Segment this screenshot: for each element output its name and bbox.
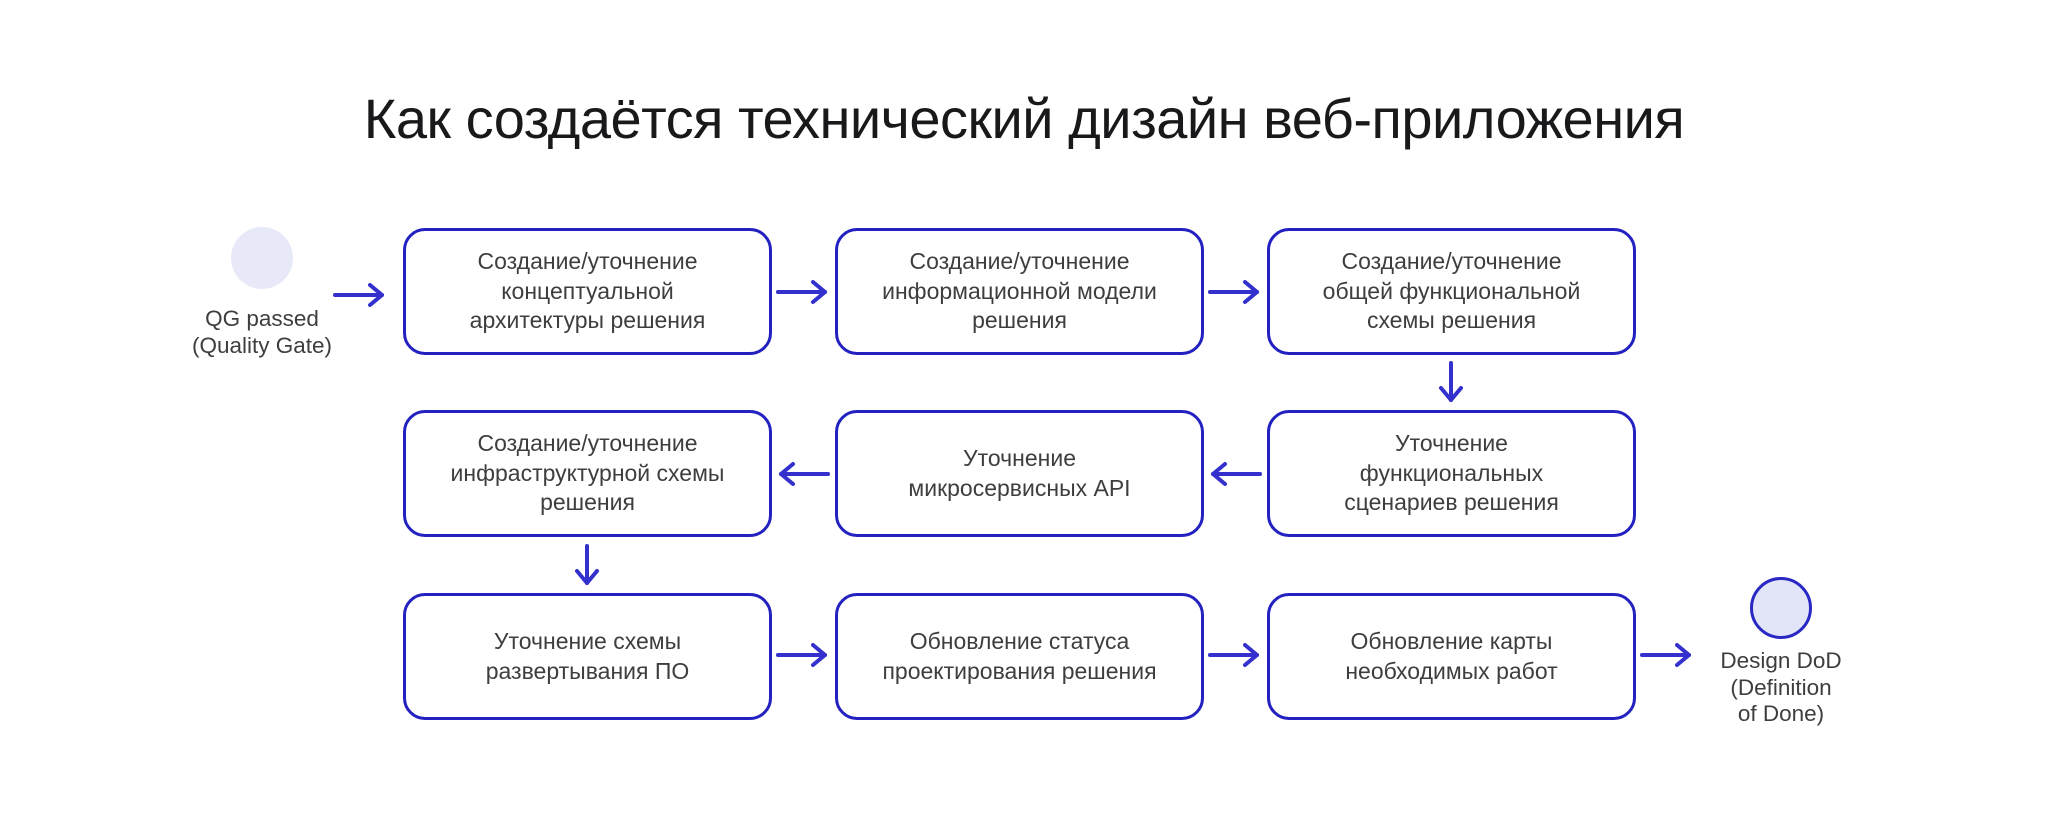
arrow-right-icon [775, 278, 831, 306]
page-title: Как создаётся технический дизайн веб-при… [363, 87, 1685, 150]
arrow-right-icon [1207, 641, 1263, 669]
arrow-left-icon [1207, 460, 1263, 488]
box-functional-scenarios: Уточнение функциональных сценариев решен… [1267, 410, 1636, 537]
box-microservice-api: Уточнение микросервисных API [835, 410, 1204, 537]
start-node-circle [231, 227, 293, 289]
end-node-label: Design DoD (Definition of Done) [1720, 648, 1842, 727]
arrow-down-icon [573, 543, 601, 589]
arrow-right-icon [1639, 641, 1695, 669]
arrow-right-icon [332, 281, 388, 309]
box-work-map: Обновление карты необходимых работ [1267, 593, 1636, 720]
box-information-model: Создание/уточнение информационной модели… [835, 228, 1204, 355]
box-design-status: Обновление статуса проектирования решени… [835, 593, 1204, 720]
arrow-down-icon [1437, 360, 1465, 406]
box-deployment-schema: Уточнение схемы развертывания ПО [403, 593, 772, 720]
arrow-left-icon [775, 460, 831, 488]
arrow-right-icon [1207, 278, 1263, 306]
box-infrastructure-schema: Создание/уточнение инфраструктурной схем… [403, 410, 772, 537]
arrow-right-icon [775, 641, 831, 669]
box-functional-schema: Создание/уточнение общей функциональной … [1267, 228, 1636, 355]
box-conceptual-architecture: Создание/уточнение концептуальной архите… [403, 228, 772, 355]
start-node-label: QG passed (Quality Gate) [191, 306, 333, 358]
end-node-circle [1750, 577, 1812, 639]
